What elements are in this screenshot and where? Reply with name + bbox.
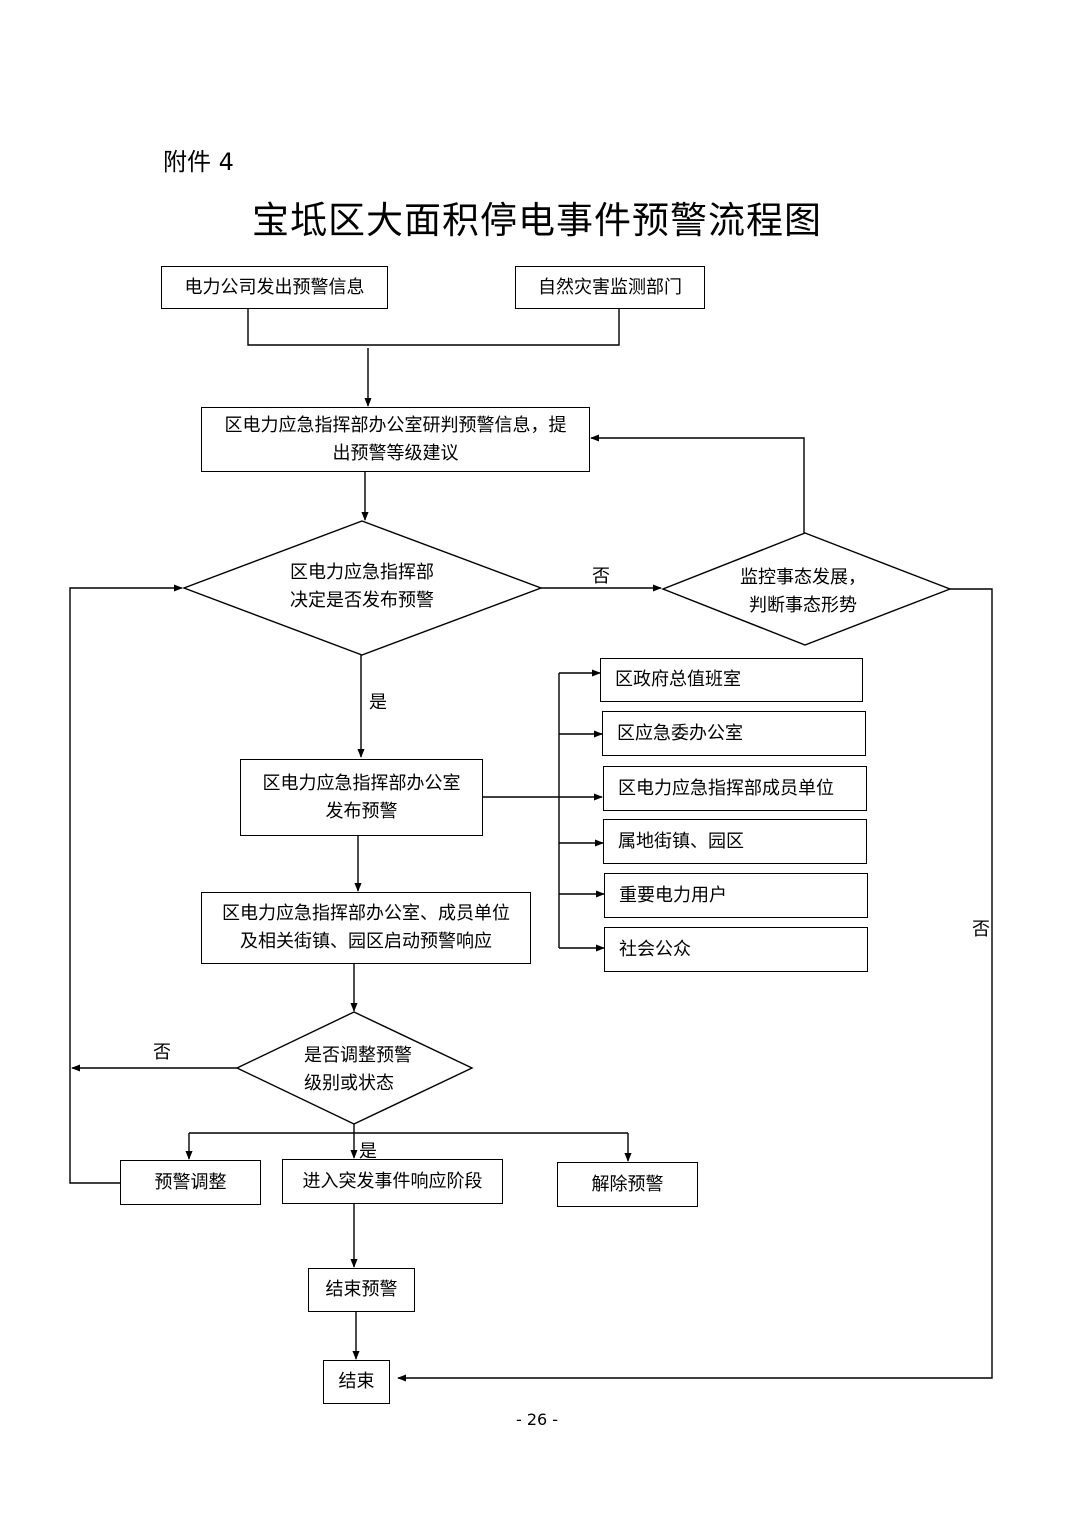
node-respond: 区电力应急指挥部办公室、成员单位 及相关街镇、园区启动预警响应	[201, 892, 531, 964]
node-respond-line1: 区电力应急指挥部办公室、成员单位	[222, 903, 510, 924]
adjust-q-line1: 是否调整预警	[304, 1045, 412, 1066]
decide-line2: 决定是否发布预警	[290, 590, 434, 611]
adjust-q-line2: 级别或状态	[304, 1073, 394, 1094]
label-yes-adjust: 是	[359, 1141, 377, 1162]
label-no-adjust: 否	[153, 1042, 171, 1063]
node-lift-warning-text: 解除预警	[591, 1173, 664, 1195]
node-power-company-text: 电力公司发出预警信息	[184, 276, 365, 298]
monitor-line1: 监控事态发展，	[740, 567, 866, 588]
adjust-question-text: 是否调整预警 级别或状态	[290, 1042, 420, 1098]
node-enter-response: 进入突发事件响应阶段	[282, 1159, 503, 1204]
node-end-warning: 结束预警	[308, 1268, 415, 1312]
node-publish-line2: 发布预警	[325, 800, 398, 822]
recipient-box: 区应急委办公室	[602, 711, 866, 756]
recipient-label: 区电力应急指挥部成员单位	[618, 777, 834, 799]
node-respond-line2: 及相关街镇、园区启动预警响应	[240, 931, 492, 952]
recipient-label: 重要电力用户	[619, 884, 727, 906]
recipient-box: 社会公众	[604, 927, 868, 972]
node-end: 结束	[323, 1360, 390, 1404]
monitor-diamond	[661, 532, 952, 646]
node-publish: 区电力应急指挥部办公室 发布预警	[240, 759, 483, 836]
decide-line1: 区电力应急指挥部	[290, 562, 434, 583]
monitor-text: 监控事态发展， 判断事态形势	[718, 564, 888, 620]
node-assess: 区电力应急指挥部办公室研判预警信息，提 出预警等级建议	[201, 407, 590, 472]
attachment-label: 附件 4	[163, 148, 234, 176]
node-assess-line2: 出预警等级建议	[332, 442, 459, 464]
recipient-label: 属地街镇、园区	[618, 830, 744, 852]
recipient-label: 区应急委办公室	[617, 722, 743, 744]
node-enter-response-text: 进入突发事件响应阶段	[302, 1170, 483, 1192]
connector-adjust-loop	[69, 584, 183, 1184]
recipient-label: 社会公众	[619, 938, 691, 960]
connector-monitor-loop	[590, 434, 805, 533]
node-disaster-dept: 自然灾害监测部门	[515, 266, 705, 309]
node-power-company: 电力公司发出预警信息	[161, 266, 388, 309]
decide-text: 区电力应急指挥部 决定是否发布预警	[262, 559, 462, 615]
page-title: 宝坻区大面积停电事件预警流程图	[252, 199, 822, 242]
monitor-line2: 判断事态形势	[749, 595, 857, 616]
node-assess-line1: 区电力应急指挥部办公室研判预警信息，提	[224, 414, 567, 436]
node-adjust: 预警调整	[120, 1160, 261, 1205]
recipient-box: 区政府总值班室	[600, 658, 863, 702]
node-disaster-dept-text: 自然灾害监测部门	[538, 276, 682, 298]
node-publish-line1: 区电力应急指挥部办公室	[262, 772, 461, 794]
recipient-box: 属地街镇、园区	[603, 819, 867, 864]
node-lift-warning: 解除预警	[557, 1162, 698, 1207]
connector-monitor-no-to-end	[397, 588, 993, 1382]
label-no-decide: 否	[592, 566, 610, 587]
recipient-box: 重要电力用户	[604, 873, 868, 918]
node-adjust-text: 预警调整	[154, 1171, 227, 1193]
decide-diamond	[182, 520, 543, 656]
node-end-warning-text: 结束预警	[325, 1279, 398, 1300]
recipient-label: 区政府总值班室	[615, 669, 741, 690]
node-end-text: 结束	[338, 1371, 375, 1392]
connector-sources-merge	[247, 309, 620, 346]
page-number: - 26 -	[515, 1410, 559, 1429]
label-no-monitor: 否	[972, 919, 990, 940]
recipient-box: 区电力应急指挥部成员单位	[603, 766, 867, 811]
label-yes-decide: 是	[369, 692, 387, 713]
